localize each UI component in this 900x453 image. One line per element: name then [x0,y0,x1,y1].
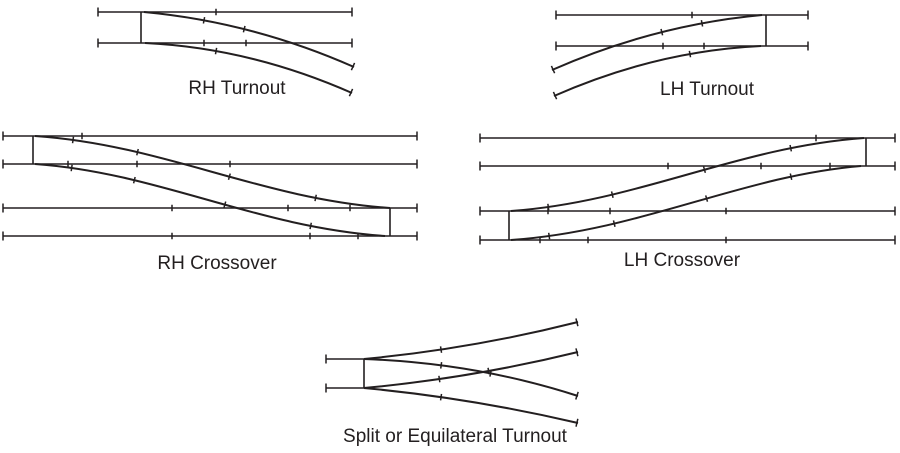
rh-crossover-label: RH Crossover [157,253,277,274]
rh-crossover-drawing [2,131,418,241]
split-turnout-drawing [325,318,579,427]
lh-turnout-label: LH Turnout [660,79,755,100]
lh-crossover-drawing [479,133,896,245]
track-strokes [2,7,896,427]
rh-turnout-drawing [97,7,356,97]
lh-crossover-label: LH Crossover [624,250,741,271]
split-turnout-label: Split or Equilateral Turnout [343,426,568,447]
rh-turnout-label: RH Turnout [188,78,286,99]
lh-turnout-drawing [550,10,809,100]
